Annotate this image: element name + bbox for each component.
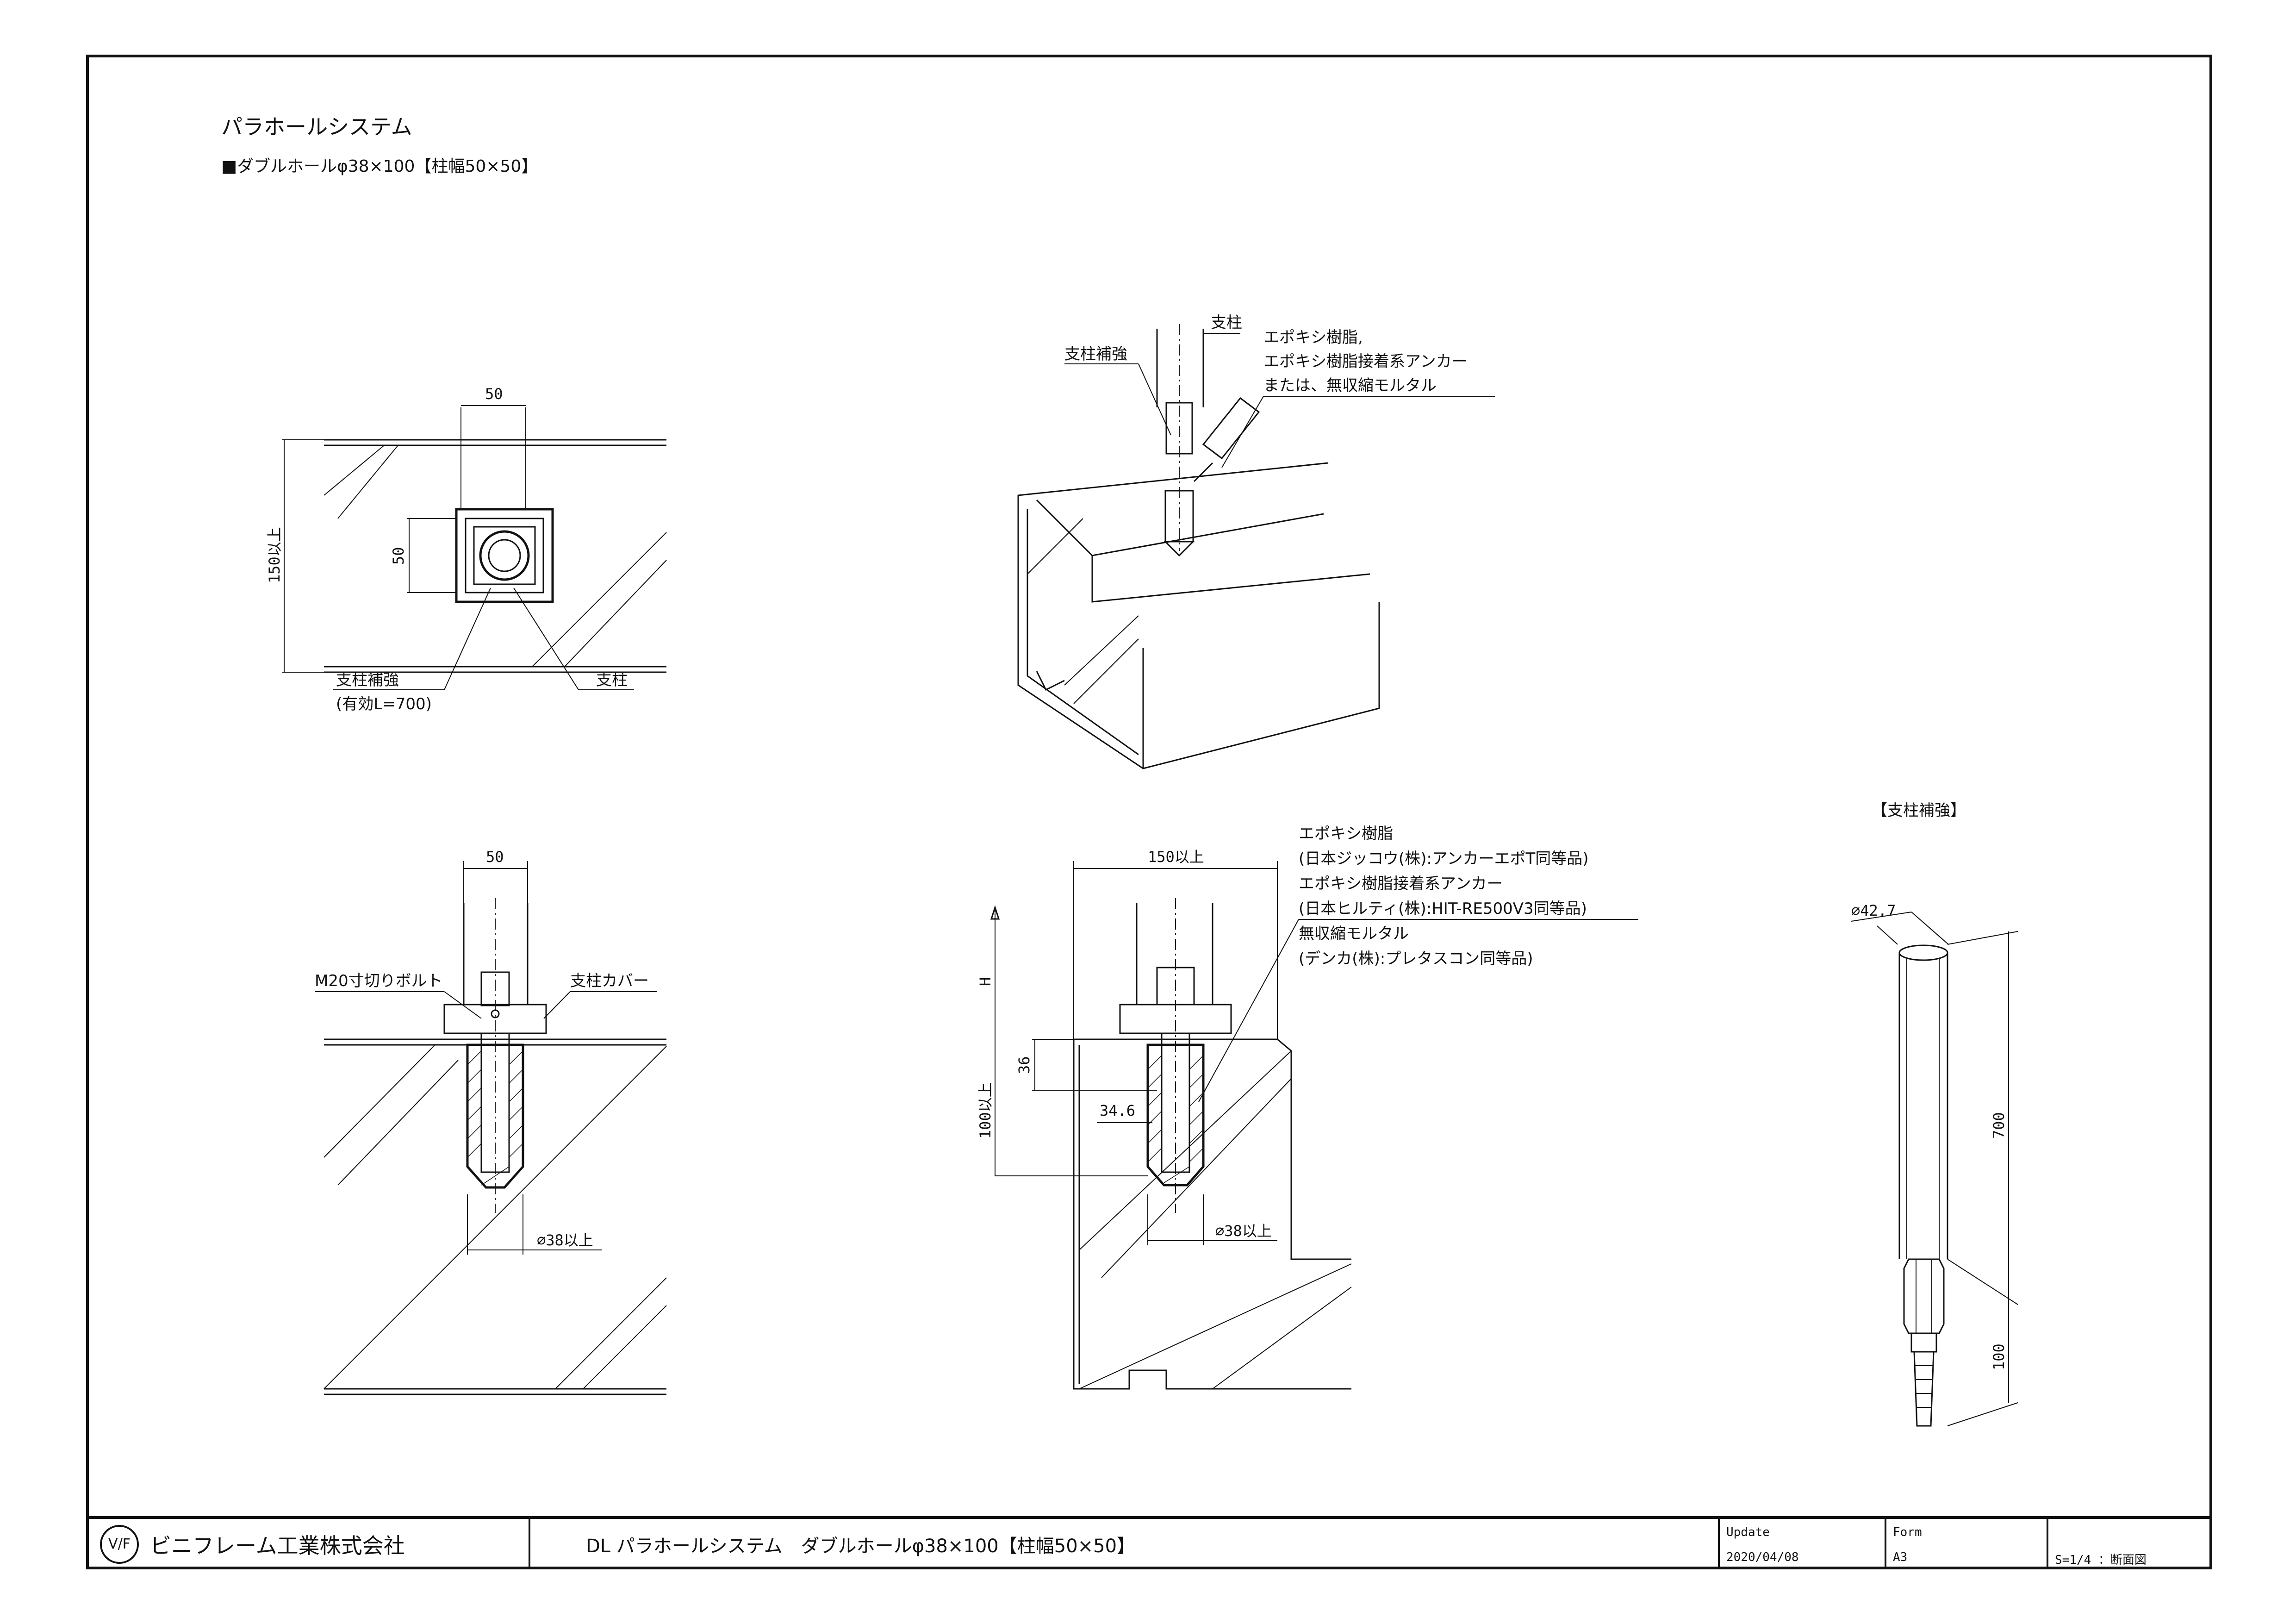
company-name: ビニフレーム工業株式会社 <box>150 1533 405 1558</box>
page-title: パラホールシステム <box>221 114 412 139</box>
section-right-dim-depth: 100以上 <box>977 1082 994 1139</box>
iso-label-post: 支柱 <box>1211 313 1242 332</box>
plan-label-post: 支柱 <box>596 671 628 689</box>
iso-label-epoxy-1: エポキシ樹脂, <box>1263 328 1363 347</box>
section-left-label-bolt: M20寸切りボルト <box>315 972 443 990</box>
iso-label-reinforce: 支柱補強 <box>1064 345 1127 363</box>
section-left-dim-hole: ⌀38以上 <box>537 1231 593 1249</box>
update-label: Update <box>1726 1525 1770 1539</box>
iso-label-epoxy-2: エポキシ樹脂接着系アンカー <box>1263 352 1468 371</box>
scale-value: S=1/4 ：断面図 <box>2055 1553 2147 1567</box>
title-block-form-cell: Form A3 <box>1886 1519 2048 1569</box>
section-right-note-3: (日本ヒルティ(株):HIT-RE500V3同等品) <box>1299 899 1587 918</box>
title-block-update-cell: Update 2020/04/08 <box>1720 1519 1886 1569</box>
section-right-dim-h: H <box>977 977 994 986</box>
section-right-dim-36: 36 <box>1015 1056 1033 1074</box>
section-left: 50 ⌀38以上 M20寸切りボルト 支柱カバー <box>315 848 667 1395</box>
section-left-label-cover: 支柱カバー <box>570 972 649 990</box>
form-label: Form <box>1893 1525 1922 1539</box>
plan-dim-height: 150以上 <box>266 527 283 583</box>
company-logo-icon: V/F <box>100 1524 139 1564</box>
title-block: V/F ビニフレーム工業株式会社 DL パラホールシステム ダブルホールφ38×… <box>86 1516 2212 1569</box>
drawing-name: DL パラホールシステム ダブルホールφ38×100【柱幅50×50】 <box>586 1535 1136 1557</box>
section-right-note-2: エポキシ樹脂接着系アンカー <box>1299 874 1503 893</box>
reinforcement-dim-700: 700 <box>1990 1112 2008 1139</box>
section-right-dim-hole: ⌀38以上 <box>1215 1222 1272 1240</box>
plan-dim-top: 50 <box>485 385 503 403</box>
update-value: 2020/04/08 <box>1726 1550 1799 1564</box>
iso-view: 支柱 支柱補強 エポキシ樹脂, エポキシ樹脂接着系アンカー または、無収縮モルタ… <box>1017 313 1495 769</box>
page-subtitle: ■ダブルホールφ38×100【柱幅50×50】 <box>221 157 538 176</box>
plan-dim-side: 50 <box>390 547 407 565</box>
iso-label-epoxy-3: または、無収縮モルタル <box>1263 376 1437 395</box>
section-right: 150以上 H 36 100以上 34.6 ⌀38以上 エポキシ樹脂 (日本ジッ… <box>977 824 1638 1390</box>
reinforcement-view: 【支柱補強】 ⌀42.7 700 100 <box>1851 801 2018 1427</box>
reinforcement-dim-100: 100 <box>1990 1343 2008 1370</box>
section-right-note-5: (デンカ(株):プレタスコン同等品) <box>1299 949 1533 968</box>
section-left-dim-top: 50 <box>486 848 504 866</box>
plan-label-reinforce: 支柱補強 <box>336 671 399 689</box>
form-value: A3 <box>1893 1550 1908 1564</box>
section-right-note-1: (日本ジッコウ(株):アンカーエポT同等品) <box>1299 849 1589 868</box>
plan-view: 50 50 150以上 支柱補強 (有効L=700) 支柱 <box>266 385 667 713</box>
section-right-dim-top: 150以上 <box>1148 848 1204 866</box>
section-right-note-0: エポキシ樹脂 <box>1299 824 1393 843</box>
title-block-drawing-name-cell: DL パラホールシステム ダブルホールφ38×100【柱幅50×50】 <box>530 1519 1720 1569</box>
drawing-frame <box>86 55 2212 1569</box>
title-block-company-cell: V/F ビニフレーム工業株式会社 <box>86 1519 530 1569</box>
title-block-scale-cell: S=1/4 ：断面図 <box>2048 1519 2212 1569</box>
plan-label-reinforce-note: (有効L=700) <box>336 695 432 713</box>
section-right-dim-346: 34.6 <box>1100 1102 1135 1119</box>
reinforcement-title: 【支柱補強】 <box>1872 801 1966 820</box>
section-right-note-4: 無収縮モルタル <box>1299 924 1409 943</box>
reinforcement-dim-dia: ⌀42.7 <box>1851 902 1896 919</box>
